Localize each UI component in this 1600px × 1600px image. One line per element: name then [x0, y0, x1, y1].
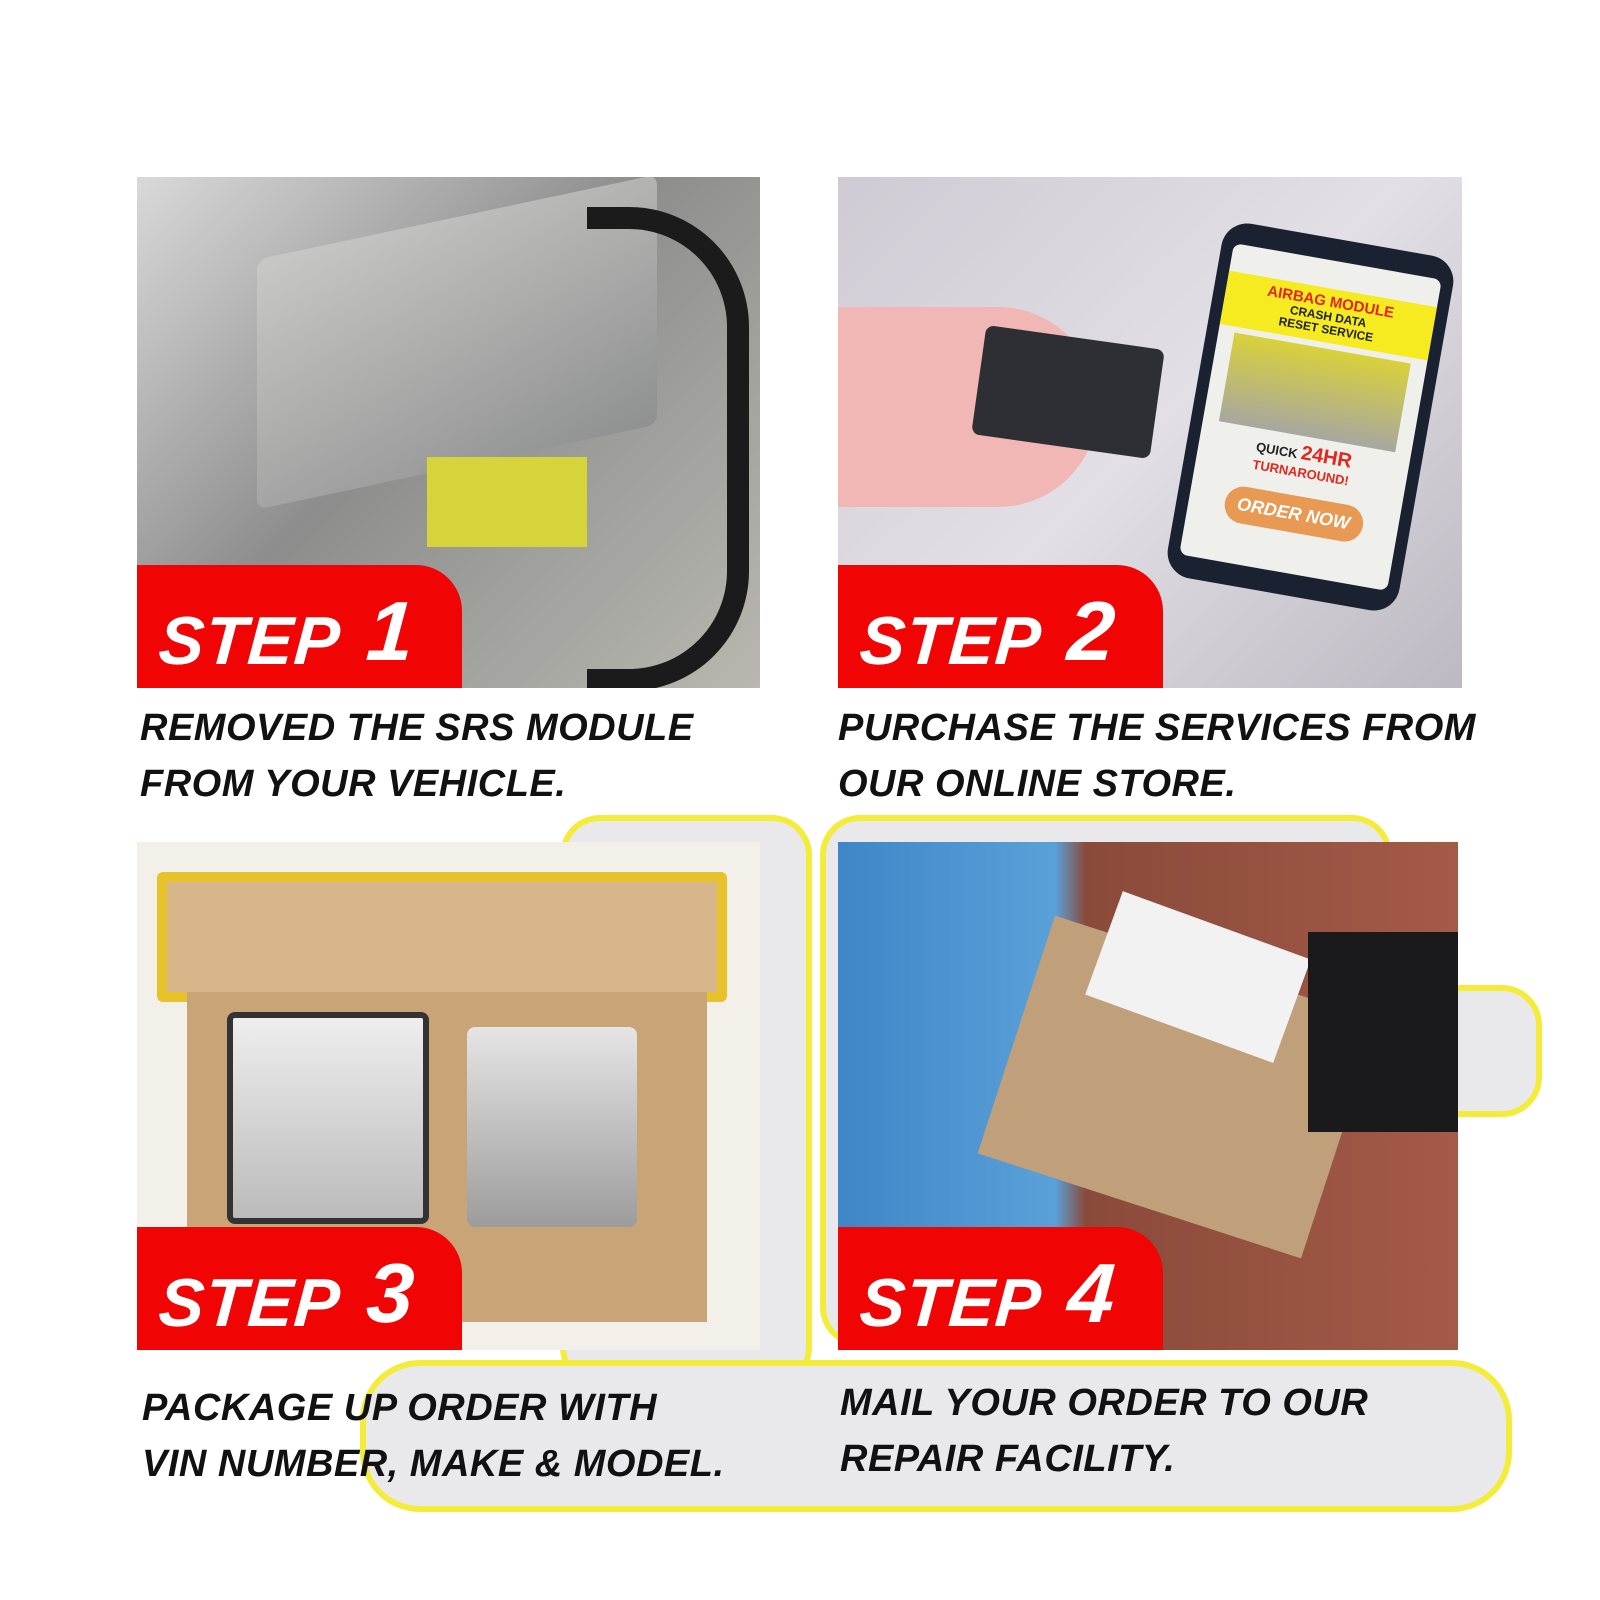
watermark-shape	[360, 1360, 1512, 1512]
order-now-button: ORDER NOW	[1221, 483, 1366, 545]
arm-image	[1308, 932, 1458, 1132]
connector-image	[427, 457, 587, 547]
wire-harness-image	[587, 207, 749, 688]
srs-module-image	[467, 1027, 637, 1227]
srs-module-image	[227, 1012, 429, 1224]
box-lid-image	[157, 872, 727, 1002]
